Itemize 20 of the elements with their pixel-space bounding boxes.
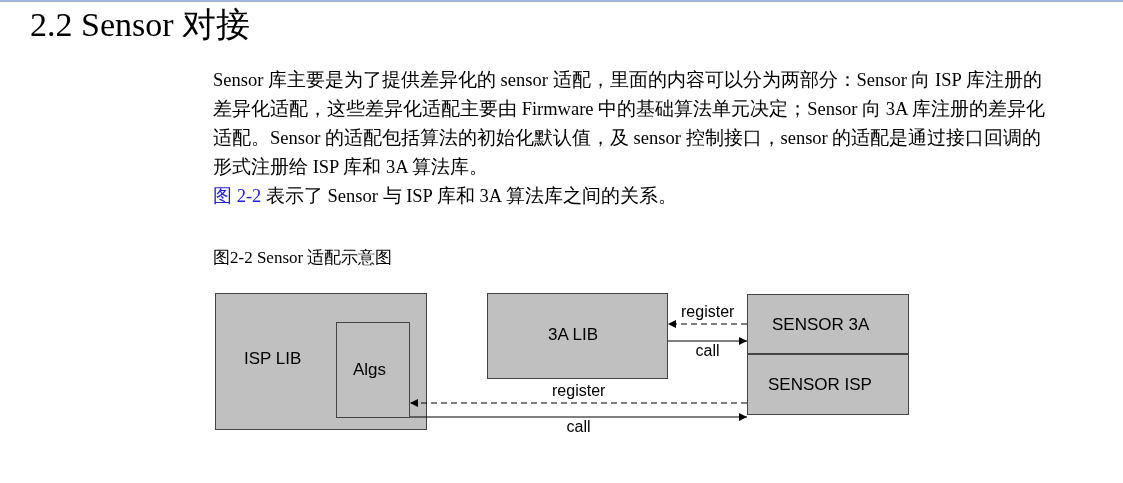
block-label: 3A LIB xyxy=(548,325,599,345)
edge-label: register xyxy=(550,382,608,400)
dashed-arrow xyxy=(667,320,748,328)
section-heading: 2.2 Sensor 对接 xyxy=(30,5,251,45)
inner-block-box xyxy=(336,322,410,418)
dashed-arrow xyxy=(409,399,748,407)
figure-caption: 图2-2 Sensor 适配示意图 xyxy=(213,247,393,269)
block-box xyxy=(487,293,668,379)
block-label: SENSOR 3A xyxy=(772,315,870,335)
block-label: Algs xyxy=(353,360,387,380)
block-label: ISP LIB xyxy=(244,349,302,369)
block-label: SENSOR ISP xyxy=(768,375,872,395)
arrow xyxy=(409,413,748,421)
figure-link: 图 2-2 xyxy=(213,186,262,206)
body-paragraph: Sensor 库主要是为了提供差异化的 sensor 适配，里面的内容可以分为两部分：Sensor 向 ISP 库注册的差异化适配，这些差异化适配主要由 Firmware 中的基础算法单元决定；Sensor 向 3A 库注册的差异化适配。Sensor 的适配包括算法的初始化默认值，及 sensor 控制接口，sensor 的适配是通过接口回调的形式注册给 ISP 库和 3A 算法库。 图 2-2 表示了 Sensor 与 ISP 库和 3A 算法库之间的关系。 xyxy=(213,69,1046,208)
block-box xyxy=(747,354,909,415)
edge-label: register xyxy=(679,303,737,321)
arrow xyxy=(667,337,748,345)
block-box xyxy=(215,293,427,430)
block-box xyxy=(747,294,909,354)
